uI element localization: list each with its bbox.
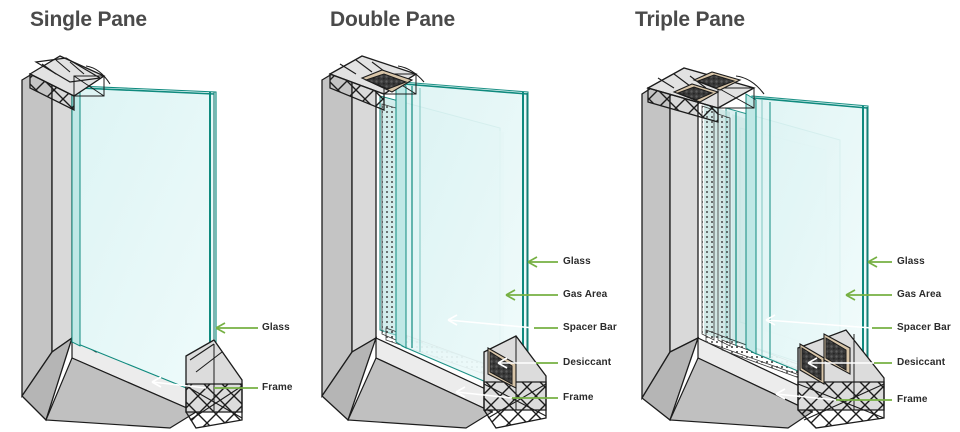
label-spacer-bar: Spacer Bar xyxy=(897,322,951,333)
label-desiccant: Desiccant xyxy=(897,357,946,368)
frame-left-jamb xyxy=(21,60,74,422)
leader-line-glass xyxy=(527,256,558,268)
glass-pane-outer xyxy=(745,93,869,401)
frame-left-jamb xyxy=(321,60,378,422)
leader-line-glass xyxy=(867,256,892,268)
label-spacer-bar: Spacer Bar xyxy=(563,322,617,333)
frame-sill-inner xyxy=(669,337,814,429)
desiccant-leader-white xyxy=(497,357,536,369)
leader-line-glass xyxy=(215,322,258,334)
label-glass: Glass xyxy=(262,322,290,333)
panel-title-double: Double Pane xyxy=(330,8,455,31)
glass-edge-lines xyxy=(411,86,421,352)
frame-head-truss xyxy=(646,67,765,123)
panel-title-single: Single Pane xyxy=(30,8,147,31)
label-gas-area: Gas Area xyxy=(897,289,942,300)
desiccant-leader-white xyxy=(807,357,874,369)
panel-double-pane: Double Pane xyxy=(320,0,640,432)
frame-foot-truss xyxy=(797,329,885,429)
frame-head-truss xyxy=(328,55,425,111)
glass-pane-1 xyxy=(71,83,217,401)
panel-single-pane: Single Pane xyxy=(0,0,320,432)
label-gas-area: Gas Area xyxy=(563,289,608,300)
label-frame: Frame xyxy=(897,394,928,405)
spacer-leader-white xyxy=(765,314,873,329)
label-frame: Frame xyxy=(262,382,293,393)
window-diagram-double xyxy=(320,0,640,432)
frame-leader-white xyxy=(455,386,513,399)
window-diagram-single xyxy=(0,0,320,432)
panel-triple-pane: Triple Pane xyxy=(635,0,960,432)
glass-edge-lines xyxy=(735,100,771,358)
window-diagram-triple xyxy=(640,0,960,432)
label-frame: Frame xyxy=(563,392,594,403)
panel-title-triple: Triple Pane xyxy=(635,8,745,31)
frame-left-jamb xyxy=(641,74,700,422)
label-desiccant: Desiccant xyxy=(563,357,612,368)
frame-head-truss xyxy=(28,55,111,112)
label-glass: Glass xyxy=(563,256,591,267)
frame-leader-white xyxy=(151,376,207,389)
label-glass: Glass xyxy=(897,256,925,267)
spacer-leader-white xyxy=(447,314,535,329)
leader-line-gas-area xyxy=(505,289,558,301)
frame-foot-truss xyxy=(185,339,243,429)
frame-foot-truss xyxy=(483,335,547,429)
frame-leader-white xyxy=(775,388,837,401)
leader-line-gas-area xyxy=(845,289,892,301)
